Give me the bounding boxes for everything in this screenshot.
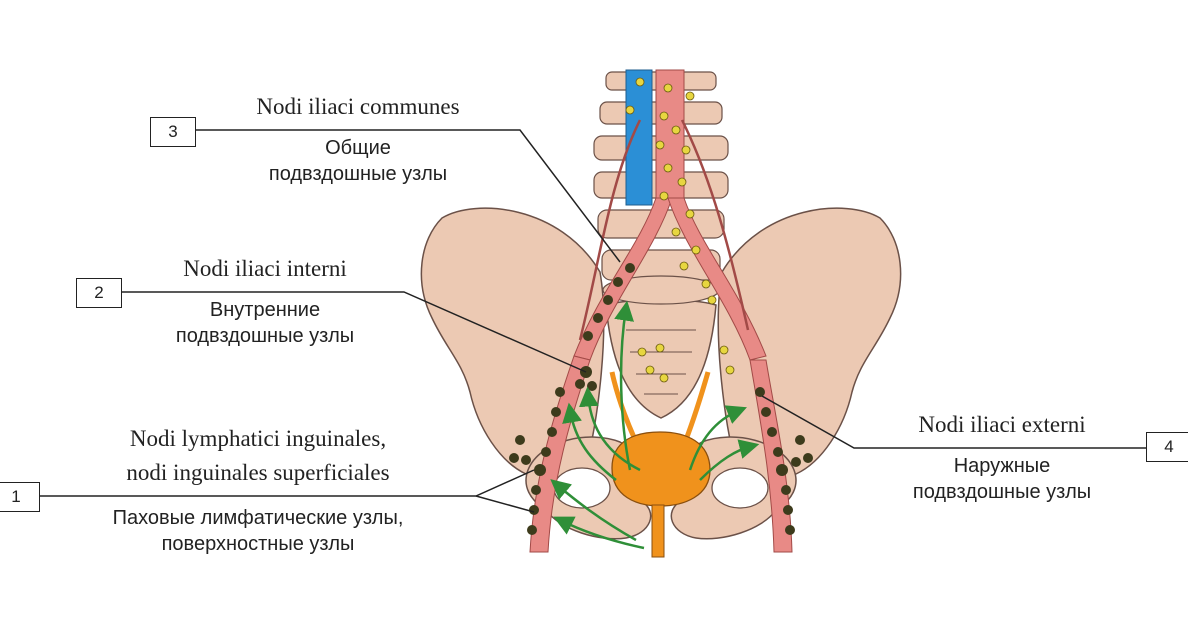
inferior-vena-cava — [625, 69, 653, 206]
leader-line-4 — [761, 395, 1146, 449]
label-number-4: 4 — [1146, 432, 1188, 462]
para-aortic-nodes — [625, 77, 735, 383]
lymph-flow-arrows — [550, 300, 760, 550]
russian-label-externi-line2: подвздошные узлы — [912, 481, 1092, 503]
latin-label-nodi-iliaci-externi: Nodi iliaci externi — [918, 412, 1086, 437]
iliac-lymph-nodes — [509, 263, 813, 535]
latin-label-nodi-inguinales-superficiales: nodi inguinales superficiales — [126, 460, 390, 485]
latin-label-nodi-iliaci-communes: Nodi iliaci communes — [256, 94, 460, 119]
russian-label-externi-line1: Наружные — [953, 455, 1051, 477]
leader-line-3 — [194, 129, 621, 263]
russian-label-interni-line1: Внутренние — [209, 299, 321, 321]
leader-line-2 — [122, 291, 587, 373]
urethra — [651, 504, 665, 558]
leader-line-1b — [475, 495, 535, 513]
latin-label-nodi-iliaci-interni: Nodi iliaci interni — [183, 256, 347, 281]
russian-label-inguinal-line1: Паховые лимфатические узлы, — [112, 507, 404, 529]
russian-label-communes-line2: подвздошные узлы — [268, 163, 448, 185]
label-number-1: 1 — [0, 482, 40, 512]
leader-lines — [40, 129, 1146, 513]
russian-label-interni-line2: подвздошные узлы — [175, 325, 355, 347]
right-obturator-foramen — [711, 467, 769, 509]
russian-label-inguinal-line2: поверхностные узлы — [161, 533, 355, 555]
label-number-2: 2 — [76, 278, 122, 308]
russian-label-communes-line1: Общие — [325, 137, 391, 159]
right-external-iliac-artery — [749, 359, 793, 553]
latin-label-nodi-lymphatici-inguinales: Nodi lymphatici inguinales, — [129, 426, 387, 451]
label-number-3: 3 — [150, 117, 196, 147]
